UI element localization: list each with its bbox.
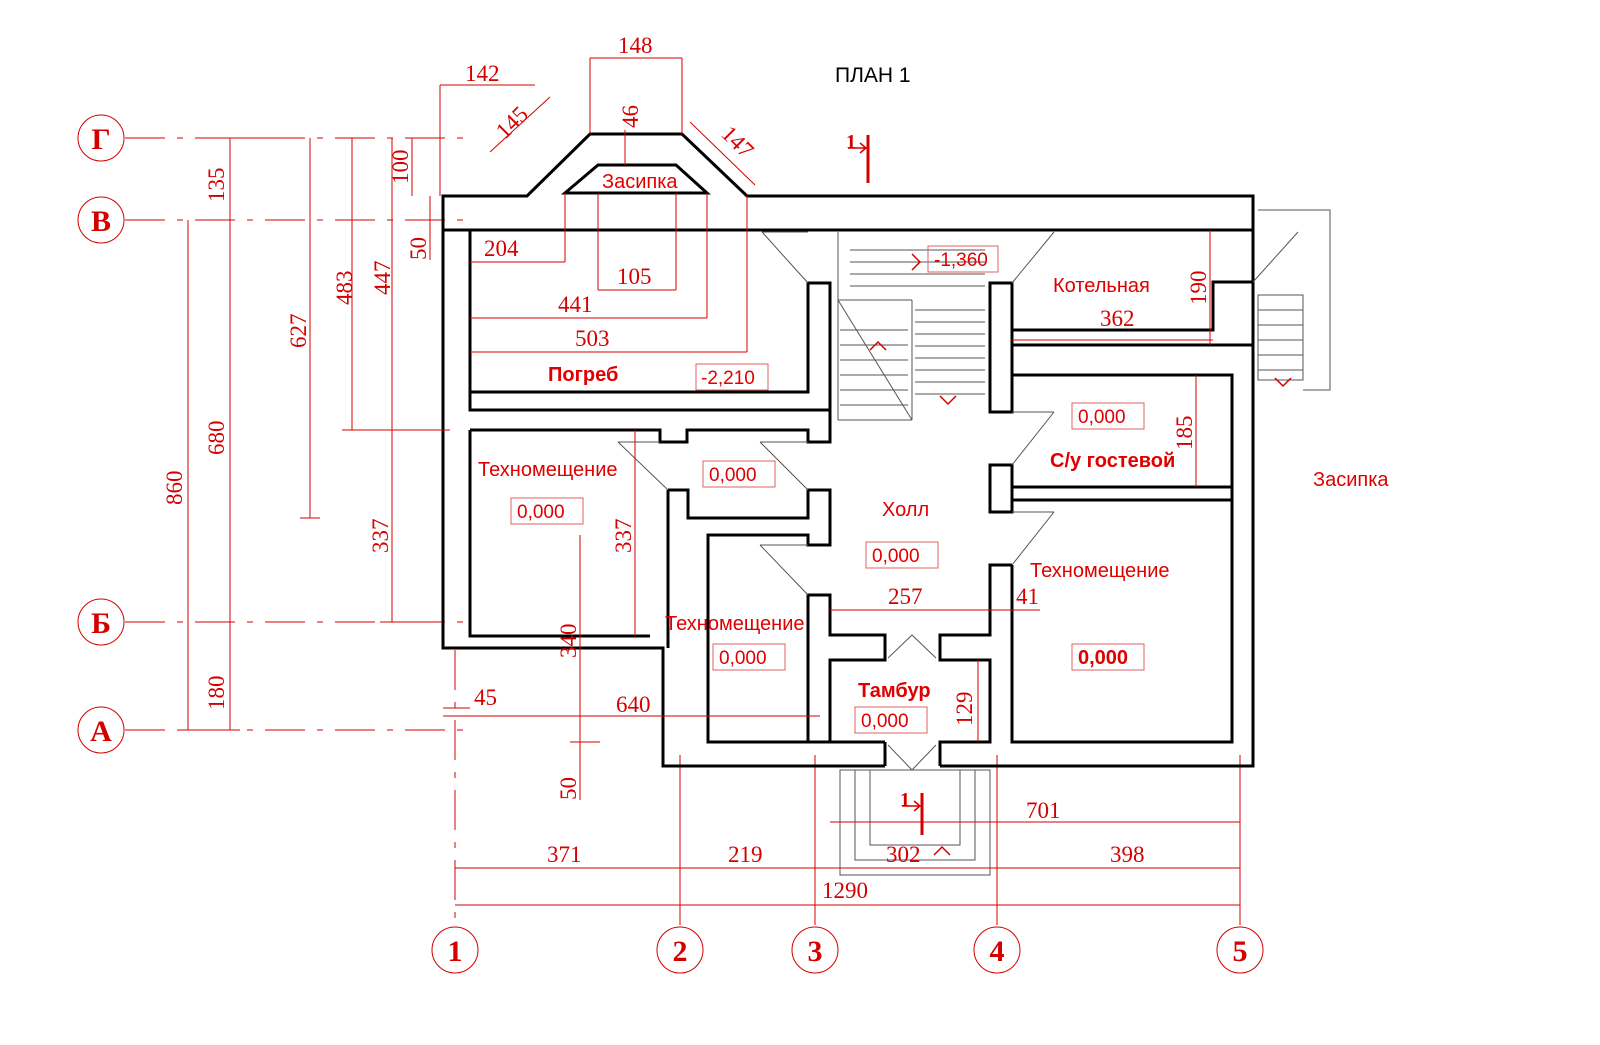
section-mark-bottom: 1: [900, 789, 924, 835]
room-su: С/у гостевой: [1050, 450, 1175, 472]
room-tech-right: Техномещение: [1030, 560, 1170, 582]
room-holl: Холл: [882, 499, 929, 521]
level-stair: -1,360: [934, 250, 988, 271]
axis-lines: [125, 137, 1241, 925]
axis-marker-g: Г: [77, 114, 125, 162]
level-tech-right: 0,000: [1078, 647, 1128, 669]
svg-text:148: 148: [618, 33, 653, 58]
svg-text:640: 640: [616, 692, 651, 717]
svg-text:41: 41: [1016, 584, 1039, 609]
arrow-marks: [869, 253, 1292, 856]
svg-text:Б: Б: [91, 607, 111, 640]
svg-text:190: 190: [1186, 271, 1211, 306]
dimension-values: 148 142 145 46 147 135 100 50 204 105 44…: [162, 33, 1211, 903]
svg-text:5: 5: [1233, 935, 1248, 968]
svg-text:45: 45: [474, 685, 497, 710]
svg-text:142: 142: [465, 61, 500, 86]
svg-text:257: 257: [888, 584, 923, 609]
svg-text:701: 701: [1026, 798, 1061, 823]
level-holl: 0,000: [872, 546, 920, 567]
plan-title: ПЛАН 1: [835, 64, 911, 87]
axis-marker-1: 1: [431, 926, 479, 974]
svg-text:46: 46: [618, 105, 643, 128]
svg-text:340: 340: [556, 624, 581, 659]
svg-text:1: 1: [448, 935, 463, 968]
svg-text:3: 3: [808, 935, 823, 968]
svg-text:145: 145: [491, 101, 533, 143]
svg-text:4: 4: [990, 935, 1005, 968]
level-tech-left: 0,000: [517, 502, 565, 523]
svg-text:147: 147: [716, 121, 758, 163]
svg-text:Г: Г: [91, 123, 110, 156]
svg-text:50: 50: [556, 777, 581, 800]
svg-text:100: 100: [388, 150, 413, 185]
room-tambur: Тамбур: [858, 680, 931, 702]
svg-text:1: 1: [846, 131, 856, 153]
room-zasipka-right: Засипка: [1313, 469, 1389, 491]
axis-marker-b: Б: [77, 598, 125, 646]
svg-text:50: 50: [406, 237, 431, 260]
svg-text:447: 447: [370, 261, 395, 296]
axis-marker-v: В: [77, 196, 125, 244]
svg-text:204: 204: [484, 236, 519, 261]
room-pogreb: Погреб: [548, 364, 618, 386]
dimension-lines: [180, 57, 1240, 906]
svg-text:180: 180: [204, 676, 229, 711]
svg-text:680: 680: [204, 421, 229, 456]
svg-text:371: 371: [547, 842, 582, 867]
svg-text:441: 441: [558, 292, 593, 317]
svg-text:860: 860: [162, 471, 187, 506]
svg-text:А: А: [90, 715, 112, 748]
room-zasipka-top: Засипка: [602, 171, 678, 193]
walls: [441, 132, 1255, 768]
room-tech-left: Техномещение: [478, 459, 618, 481]
level-pogreb: -2,210: [701, 368, 755, 389]
svg-text:105: 105: [617, 264, 652, 289]
axis-marker-3: 3: [791, 926, 839, 974]
svg-text:185: 185: [1172, 416, 1197, 451]
level-su: 0,000: [1078, 407, 1126, 428]
svg-text:398: 398: [1110, 842, 1145, 867]
axis-marker-4: 4: [973, 926, 1021, 974]
svg-text:219: 219: [728, 842, 763, 867]
axis-marker-a: А: [77, 706, 125, 754]
svg-text:2: 2: [673, 935, 688, 968]
svg-text:135: 135: [204, 168, 229, 203]
section-mark-top: 1: [846, 131, 870, 183]
room-tech-mid: Техномещение: [665, 613, 805, 635]
svg-text:1: 1: [900, 789, 910, 811]
svg-text:337: 337: [368, 519, 393, 554]
svg-text:362: 362: [1100, 306, 1135, 331]
svg-text:483: 483: [332, 271, 357, 306]
level-tambur: 0,000: [861, 711, 909, 732]
svg-text:337: 337: [611, 519, 636, 554]
svg-text:В: В: [91, 205, 111, 238]
level-corridor: 0,000: [709, 465, 757, 486]
svg-text:129: 129: [952, 692, 977, 727]
room-kotelnaya: Котельная: [1053, 275, 1150, 297]
svg-text:627: 627: [286, 314, 311, 349]
door-swings: [617, 231, 1299, 771]
axis-marker-2: 2: [656, 926, 704, 974]
svg-text:302: 302: [886, 842, 921, 867]
axis-marker-5: 5: [1216, 926, 1264, 974]
svg-text:1290: 1290: [822, 878, 868, 903]
svg-text:503: 503: [575, 326, 610, 351]
level-tech-mid: 0,000: [719, 648, 767, 669]
level-boxes: [510, 245, 1145, 734]
